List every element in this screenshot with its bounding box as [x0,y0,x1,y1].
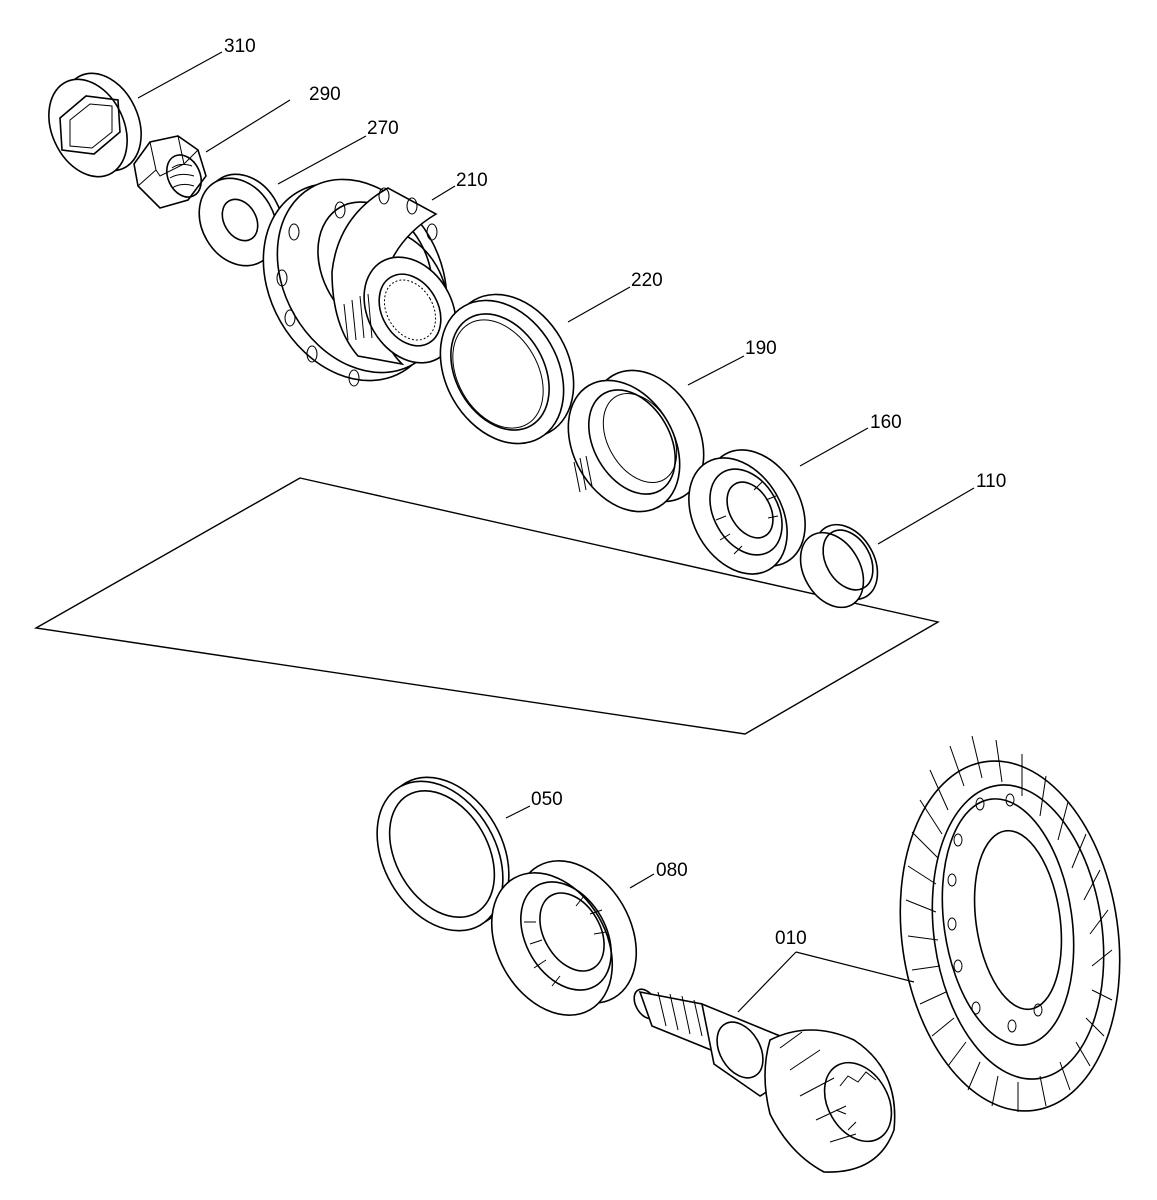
part-190-bearing-cup [567,369,705,513]
label-190: 190 [745,338,777,359]
part-270-washer [198,173,284,267]
part-050-shim-ring [376,776,510,932]
label-010: 010 [775,928,807,949]
callout-labels: 310 290 270 210 220 190 160 110 050 080 … [224,36,1006,949]
part-110-sleeve [799,523,879,609]
label-110: 110 [976,471,1006,492]
part-290-nut [133,135,207,209]
label-220: 220 [631,270,663,291]
label-310: 310 [224,36,256,57]
label-160: 160 [870,412,902,433]
label-050: 050 [531,789,563,810]
label-080: 080 [656,860,688,881]
label-290: 290 [309,84,341,105]
label-210: 210 [456,170,488,191]
part-010-ring-gear [899,735,1121,1112]
part-220-seal-ring [439,293,575,445]
assembly-group-outline [33,477,940,735]
part-160-roller-bearing [688,449,806,575]
part-210-flange [262,178,457,387]
part-080-roller-bearing [490,860,638,1016]
part-010-pinion-shaft [633,988,896,1173]
label-270: 270 [367,118,399,139]
leader-lines [137,51,975,1013]
part-310-socket-cap [48,72,142,178]
